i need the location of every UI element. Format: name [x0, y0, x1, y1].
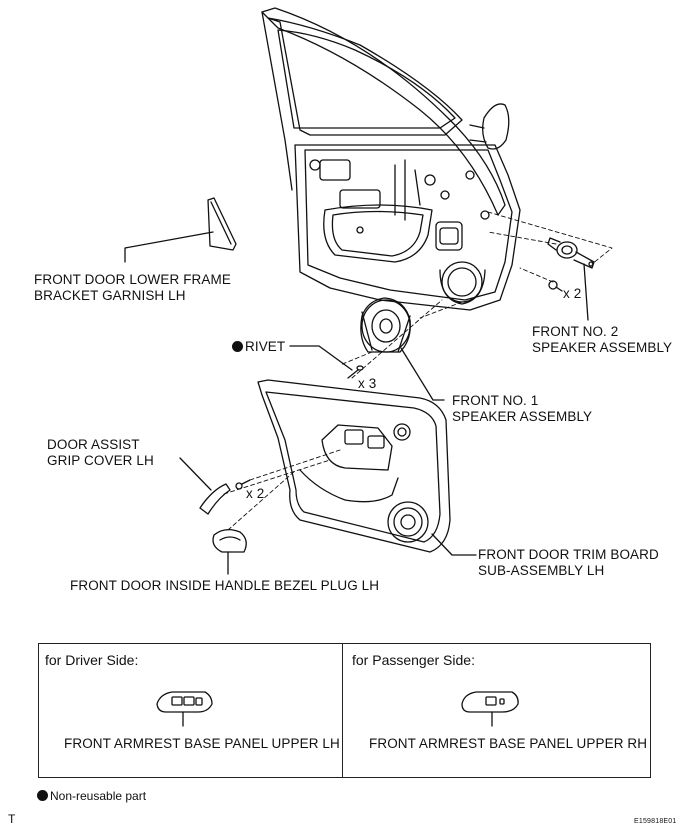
- no2-speaker-part: [547, 237, 595, 269]
- armrest-lh-part: [156, 691, 213, 727]
- label-no1-speaker: FRONT NO. 1 SPEAKER ASSEMBLY: [452, 393, 593, 424]
- assembly-guide-lines: [223, 211, 613, 531]
- label-lower-frame-garnish: FRONT DOOR LOWER FRAME BRACKET GARNISH L…: [34, 272, 231, 303]
- label-grip-cover: DOOR ASSIST GRIP COVER LH: [47, 437, 154, 468]
- handle-bezel-plug-part: [212, 528, 247, 553]
- passenger-side-panel: [342, 643, 651, 778]
- trim-board-leader: [431, 533, 477, 556]
- passenger-side-heading: for Passenger Side:: [352, 652, 475, 668]
- label-no2-screw-qty: x 2: [563, 286, 582, 301]
- label-rivet: RIVET: [232, 339, 285, 355]
- front-door-shell: [261, 7, 521, 311]
- label-trim-board: FRONT DOOR TRIM BOARD SUB-ASSEMBLY LH: [478, 547, 659, 578]
- passenger-part-label: FRONT ARMREST BASE PANEL UPPER RH: [369, 736, 648, 751]
- no1-speaker-part: [360, 297, 411, 353]
- legend-non-reusable: Non-reusable part: [37, 789, 146, 803]
- no1-speaker-leader: [400, 347, 445, 401]
- non-reusable-dot-icon: [232, 341, 243, 352]
- grip-cover-part: [199, 483, 231, 515]
- corner-mark: T: [8, 812, 16, 826]
- label-handle-bezel-plug: FRONT DOOR INSIDE HANDLE BEZEL PLUG LH: [70, 578, 380, 593]
- lower-frame-garnish-leader: [124, 231, 214, 263]
- label-no2-speaker: FRONT NO. 2 SPEAKER ASSEMBLY: [532, 324, 673, 355]
- rivet-leader: [289, 345, 353, 371]
- trim-board-part: [257, 379, 451, 553]
- grip-cover-leader: [179, 457, 212, 491]
- driver-part-label: FRONT ARMREST BASE PANEL UPPER LH: [64, 736, 340, 751]
- lower-frame-garnish-part: [207, 197, 237, 251]
- label-trim-screw-qty: x 2: [246, 486, 265, 501]
- driver-side-heading: for Driver Side:: [45, 652, 139, 668]
- armrest-rh-part: [461, 691, 519, 727]
- no2-speaker-screw: [548, 280, 563, 292]
- figure-code: E159818E01: [634, 818, 677, 825]
- label-rivet-qty: x 3: [358, 376, 377, 391]
- no2-speaker-leader: [583, 263, 589, 321]
- non-reusable-dot-icon: [37, 790, 48, 801]
